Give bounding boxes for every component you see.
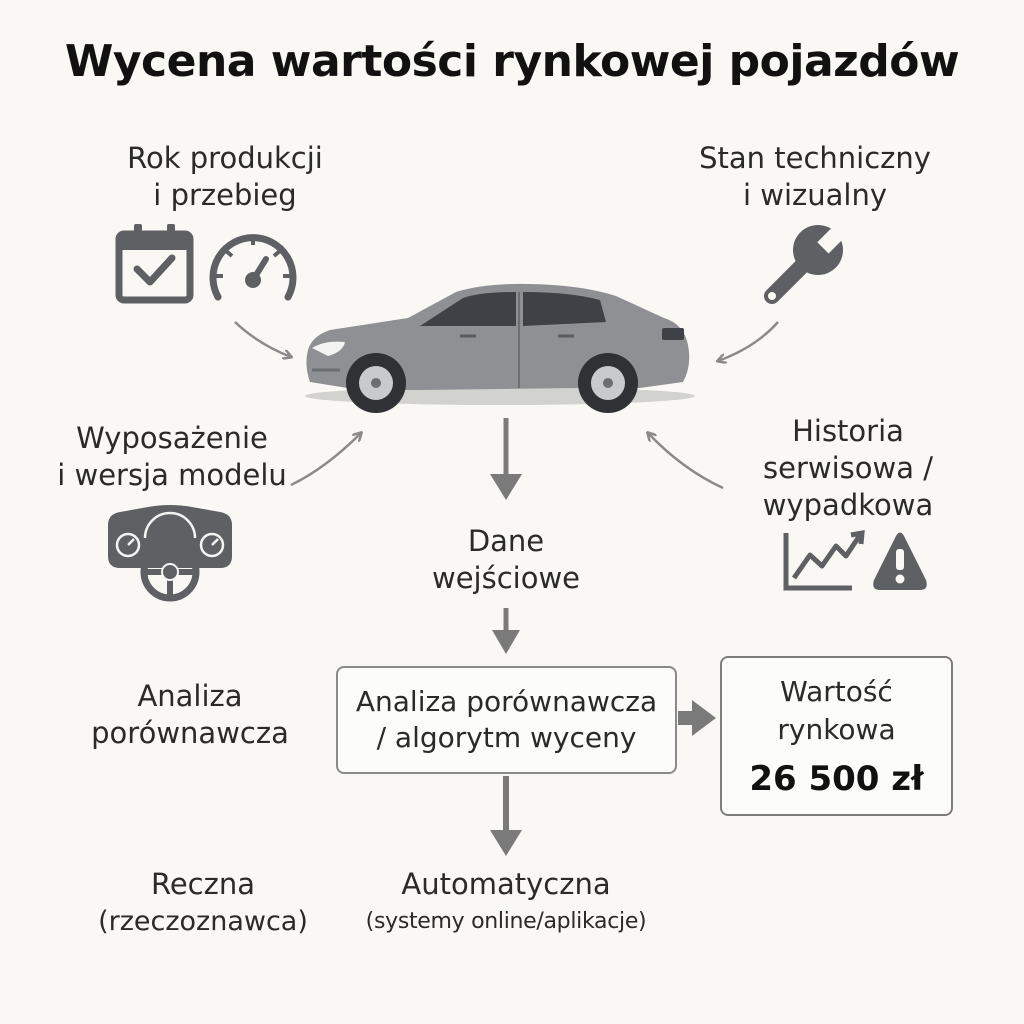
- arrow-car-to-input: [490, 418, 522, 500]
- input-data-label: Dane wejściowe: [406, 523, 606, 597]
- market-value-line1: Wartość: [780, 675, 893, 708]
- method-manual-line2: (rzeczoznawca): [98, 906, 308, 937]
- speedometer-icon: [209, 234, 297, 301]
- flow-arrows: [490, 418, 716, 856]
- factor-equipment: Wyposażenie i wersja modelu: [52, 420, 292, 494]
- calendar-check-icon: [115, 224, 194, 304]
- factor-year-mileage: Rok produkcji i przebieg: [107, 140, 343, 214]
- factor-history-line1: Historia: [792, 414, 904, 448]
- market-value-amount: 26 500 zł: [749, 759, 924, 799]
- factor-year-mileage-line2: i przebieg: [153, 178, 297, 212]
- analysis-side-label: Analiza porównawcza: [80, 678, 300, 752]
- market-value-box: Wartość rynkowa 26 500 zł: [720, 656, 953, 816]
- method-manual-line1: Reczna: [150, 867, 255, 901]
- analysis-box: Analiza porównawcza / algorytm wyceny: [336, 666, 677, 774]
- input-data-line1: Dane: [467, 524, 545, 558]
- factor-history: Historia serwisowa / wypadkowa: [750, 413, 946, 524]
- arrow-analysis-to-value: [678, 700, 716, 736]
- method-automatic: Automatyczna (systemy online/aplikacje): [334, 866, 678, 940]
- factor-arrows: [234, 321, 779, 490]
- method-automatic-line1: Automatyczna: [401, 867, 611, 901]
- warning-icon: [873, 532, 927, 590]
- factor-condition: Stan techniczny i wizualny: [690, 140, 940, 214]
- factor-history-line3: wypadkowa: [762, 488, 934, 522]
- factor-history-line2: serwisowa /: [763, 451, 933, 485]
- factor-year-mileage-line1: Rok produkcji: [127, 141, 323, 175]
- analysis-box-line2: / algorytm wyceny: [376, 721, 637, 754]
- method-automatic-line2: (systemy online/aplikacje): [365, 909, 647, 934]
- factor-equipment-line2: i wersja modelu: [57, 458, 287, 492]
- factor-condition-line2: i wizualny: [742, 178, 888, 212]
- analysis-side-line2: porównawcza: [91, 716, 289, 750]
- analysis-box-line1: Analiza porównawcza: [355, 685, 658, 718]
- arrow-equipment-to-car: [290, 433, 361, 487]
- market-value-line2: rynkowa: [777, 713, 896, 746]
- arrow-analysis-to-automatic: [490, 776, 522, 856]
- wrench-icon: [764, 215, 856, 304]
- dashboard-icon: [108, 505, 232, 602]
- method-manual: Reczna (rzeczoznawca): [90, 866, 316, 940]
- analysis-side-line1: Analiza: [137, 679, 243, 713]
- factor-condition-line1: Stan techniczny: [699, 141, 931, 175]
- arrow-input-to-analysis: [492, 608, 520, 654]
- factor-equipment-line1: Wyposażenie: [76, 421, 268, 455]
- chart-icon: [783, 529, 865, 591]
- arrow-year-to-car: [234, 321, 291, 357]
- input-data-line2: wejściowe: [431, 561, 581, 595]
- arrow-condition-to-car: [718, 321, 779, 361]
- car-icon: [305, 283, 695, 413]
- page-title: Wycena wartości rynkowej pojazdów: [64, 36, 960, 87]
- arrow-history-to-car: [648, 433, 724, 490]
